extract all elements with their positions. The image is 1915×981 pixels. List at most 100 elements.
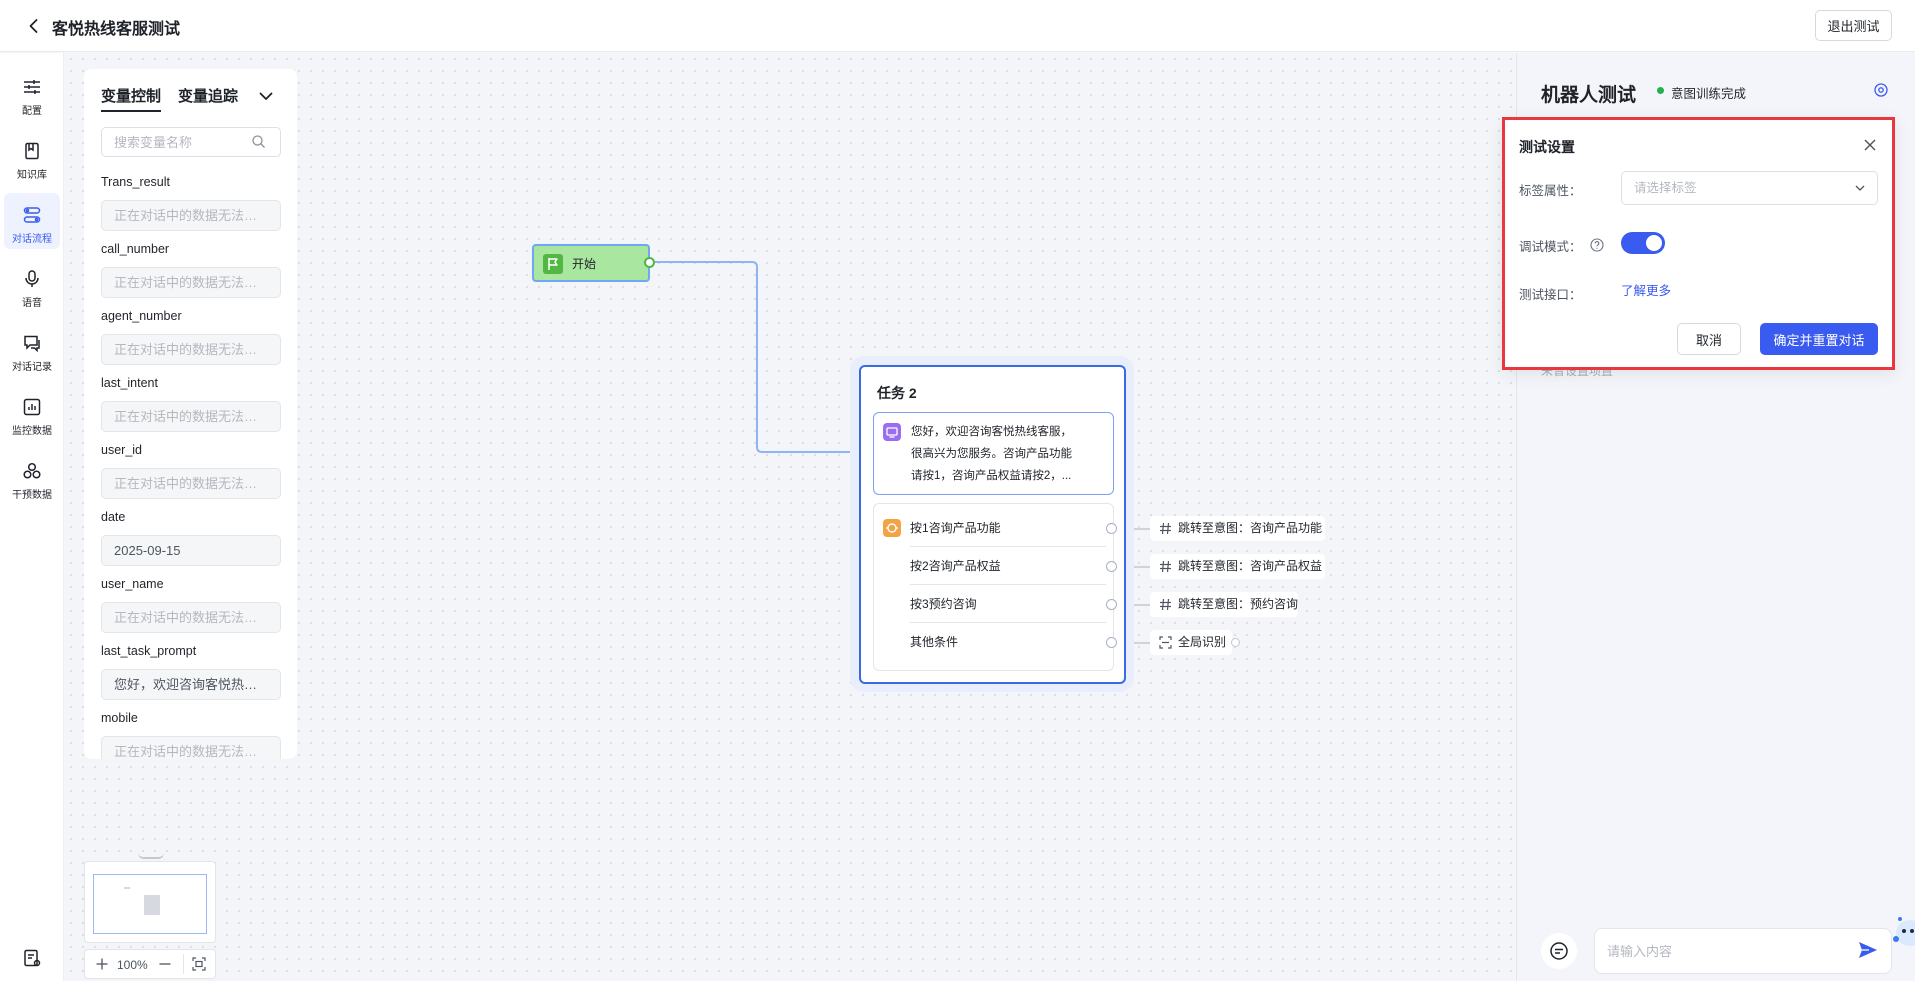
nav-label: 语音	[22, 298, 42, 309]
training-status: 意图训练完成	[1671, 87, 1747, 101]
test-settings-popup: 测试设置 标签属性： 请选择标签 调试模式： 测试接口： 了解更多 取消 确定并…	[1502, 117, 1895, 370]
variable-item: call_number 正在对话中的数据无法显示	[101, 240, 281, 307]
variable-name: last_task_prompt	[101, 644, 197, 658]
variable-item: last_intent 正在对话中的数据无法显示	[101, 374, 281, 441]
branch-target-label: 全局识别	[1178, 635, 1227, 649]
branch-row[interactable]: 按1咨询产品功能	[910, 509, 1106, 547]
variable-value[interactable]: 正在对话中的数据无法显示	[101, 200, 281, 231]
variable-value[interactable]: 正在对话中的数据无法显示	[101, 334, 281, 365]
tab-variable-control[interactable]: 变量控制	[101, 85, 162, 112]
nav-item-config[interactable]: 配置	[4, 65, 60, 121]
branch-target[interactable]: 全局识别	[1150, 630, 1232, 655]
hash-icon	[1160, 522, 1171, 535]
nav-item-voice[interactable]: 语音	[4, 257, 60, 313]
variable-value[interactable]: 正在对话中的数据无法显示	[101, 468, 281, 499]
branch-icon	[883, 519, 901, 537]
branch-port[interactable]	[1106, 561, 1117, 572]
zoom-out-icon[interactable]	[158, 957, 172, 971]
left-nav-rail: 配置 知识库 对话流程 语音 对话记录 监控数据 干预数据	[0, 53, 64, 981]
nav-label: 干预数据	[12, 490, 52, 501]
debug-mode-toggle[interactable]	[1621, 232, 1665, 254]
learn-more-link[interactable]: 了解更多	[1621, 284, 1672, 298]
tag-attribute-label: 标签属性：	[1519, 184, 1582, 198]
circles-icon	[23, 462, 41, 479]
exit-test-button[interactable]: 退出测试	[1815, 10, 1892, 41]
zoom-divider	[183, 954, 184, 974]
global-recognition-port[interactable]	[1231, 638, 1240, 647]
search-icon	[252, 135, 265, 148]
variable-item: agent_number 正在对话中的数据无法显示	[101, 307, 281, 374]
variable-value[interactable]: 正在对话中的数据无法显示	[101, 602, 281, 633]
bar-chart-icon	[23, 398, 41, 416]
nav-item-dialog-flow[interactable]: 对话流程	[4, 193, 60, 249]
page-title: 客悦热线客服测试	[52, 21, 181, 38]
emoji-button[interactable]	[1541, 933, 1577, 969]
book-icon	[25, 142, 39, 160]
robot-mascot-icon[interactable]	[1890, 893, 1915, 953]
variable-name: agent_number	[101, 309, 182, 323]
message-line: 请按1，咨询产品权益请按2，...	[911, 470, 1072, 482]
variable-item: mobile 正在对话中的数据无法显示	[101, 709, 281, 759]
nav-item-monitoring[interactable]: 监控数据	[4, 385, 60, 441]
emoji-icon	[1550, 942, 1568, 960]
zoom-in-icon[interactable]	[95, 957, 109, 971]
document-settings-icon[interactable]	[22, 948, 42, 968]
variable-name: user_id	[101, 443, 142, 457]
popup-title: 测试设置	[1519, 139, 1575, 155]
task-node[interactable]: 任务 2 您好，欢迎咨询客悦热线客服， 很高兴为您服务。咨询产品功能 请按1，咨…	[859, 365, 1126, 684]
variable-value[interactable]: 您好，欢迎咨询客悦热线客服	[101, 669, 281, 700]
variable-search-input[interactable]	[101, 127, 281, 157]
zoom-level: 100%	[117, 958, 148, 972]
start-node-port[interactable]	[644, 257, 655, 268]
branch-row[interactable]: 按3预约咨询	[910, 585, 1106, 623]
task-message-block[interactable]: 您好，欢迎咨询客悦热线客服， 很高兴为您服务。咨询产品功能 请按1，咨询产品权益…	[873, 412, 1114, 495]
close-icon[interactable]	[1863, 138, 1877, 152]
tab-variable-trace[interactable]: 变量追踪	[178, 88, 239, 105]
variable-value[interactable]: 2025-09-15	[101, 535, 281, 566]
settings-icon[interactable]	[1873, 82, 1889, 98]
nav-item-chat-history[interactable]: 对话记录	[4, 321, 60, 377]
back-arrow-icon[interactable]	[24, 16, 44, 36]
help-icon[interactable]	[1590, 238, 1604, 252]
send-icon[interactable]	[1857, 939, 1879, 961]
variable-name: call_number	[101, 242, 170, 256]
status-dot	[1657, 87, 1664, 94]
start-node[interactable]: 开始	[532, 244, 650, 282]
flag-icon	[543, 254, 563, 274]
branch-port[interactable]	[1106, 637, 1117, 648]
fit-view-icon[interactable]	[192, 957, 206, 971]
top-header: 客悦热线客服测试 退出测试	[0, 0, 1915, 52]
message-line: 您好，欢迎咨询客悦热线客服，	[911, 426, 1072, 438]
variable-item: date 2025-09-15	[101, 508, 281, 575]
branch-port[interactable]	[1106, 599, 1117, 610]
nav-item-intervention[interactable]: 干预数据	[4, 449, 60, 505]
nav-label: 对话流程	[12, 234, 52, 245]
branch-row[interactable]: 其他条件	[910, 635, 959, 649]
branch-target[interactable]: 跳转至意图：咨询产品功能	[1150, 516, 1325, 541]
chevron-down-icon[interactable]	[257, 87, 275, 105]
hash-icon	[1160, 598, 1171, 611]
zoom-controls: 100%	[84, 949, 216, 979]
branch-row[interactable]: 按2咨询产品权益	[910, 547, 1106, 585]
variable-value[interactable]: 正在对话中的数据无法显示	[101, 267, 281, 298]
minimap-viewport[interactable]	[93, 874, 207, 934]
minimap-toggle-handle[interactable]	[138, 853, 164, 859]
branch-target[interactable]: 跳转至意图：咨询产品权益	[1150, 554, 1325, 579]
sliders-icon	[24, 80, 40, 94]
chevron-down-icon	[1855, 185, 1865, 191]
tag-select[interactable]: 请选择标签	[1621, 171, 1878, 205]
confirm-reset-button[interactable]: 确定并重置对话	[1760, 323, 1878, 355]
start-node-label: 开始	[572, 257, 597, 271]
chat-message-input[interactable]	[1594, 928, 1892, 974]
nav-item-knowledge[interactable]: 知识库	[4, 129, 60, 185]
variable-name: user_name	[101, 577, 164, 591]
minimap[interactable]	[84, 861, 216, 943]
variable-value[interactable]: 正在对话中的数据无法显示	[101, 401, 281, 432]
variable-value[interactable]: 正在对话中的数据无法显示	[101, 736, 281, 759]
microphone-icon	[25, 270, 39, 287]
branch-port[interactable]	[1106, 523, 1117, 534]
cancel-button[interactable]: 取消	[1677, 323, 1741, 355]
variable-name: date	[101, 510, 126, 524]
task-branch-block: 按1咨询产品功能 按2咨询产品权益 按3预约咨询 其他条件	[873, 503, 1114, 671]
branch-target[interactable]: 跳转至意图：预约咨询	[1150, 592, 1298, 617]
